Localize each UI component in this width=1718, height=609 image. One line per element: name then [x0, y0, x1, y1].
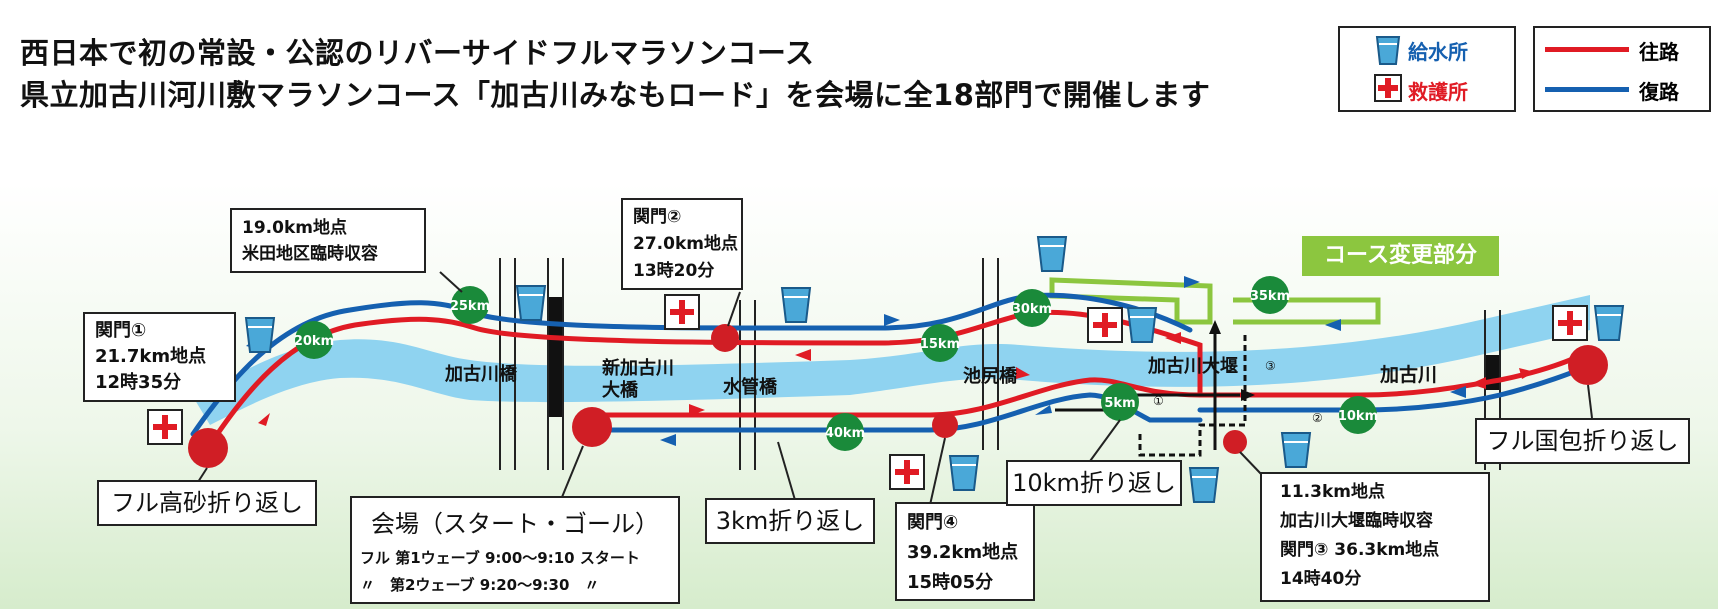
km-markers: 20km 25km 15km 30km 35km 5km 10km 40km	[294, 276, 1378, 451]
water-cup-icon	[1037, 236, 1067, 272]
circled-2: ②	[1312, 411, 1323, 425]
river-name-label: 加古川	[1380, 364, 1438, 386]
venue-point	[572, 407, 612, 447]
red-cross-icon	[664, 294, 700, 330]
takasago-turn-point	[188, 428, 228, 468]
cp4-title: 関門④	[907, 512, 959, 533]
return-line-swatch	[1545, 87, 1629, 92]
svg-text:30km: 30km	[1012, 302, 1052, 317]
red-cross-icon	[1087, 307, 1123, 343]
svg-text:35km: 35km	[1250, 289, 1290, 304]
km-marker-35: 35km	[1250, 276, 1290, 314]
cp3-info: 関門③ 36.3km地点	[1280, 540, 1440, 560]
water-cup-icon	[949, 455, 979, 491]
venue-wave-2: 〃 第2ウェーブ 9:20〜9:30 〃	[360, 576, 600, 594]
km11-distance: 11.3km地点	[1280, 482, 1385, 502]
svg-text:5km: 5km	[1104, 396, 1135, 411]
km19-distance: 19.0km地点	[242, 218, 347, 238]
legend-directions: 往路 復路	[1533, 26, 1711, 112]
red-cross-icon	[147, 409, 183, 445]
km-marker-5: 5km	[1101, 383, 1139, 421]
bridge-shinkakogawa-label: 新加古川 大橋	[602, 358, 674, 401]
legend-outbound-label: 往路	[1639, 40, 1679, 64]
cp1-distance: 21.7km地点	[95, 346, 207, 367]
km19-note: 米田地区臨時収容	[242, 244, 378, 264]
outbound-line-swatch	[1545, 47, 1629, 52]
outbound-arrows	[258, 332, 1535, 426]
red-cross-icon	[1374, 74, 1402, 102]
bridge-ikejiri-label: 池尻橋	[963, 366, 1017, 387]
venue-wave-1: フル 第1ウェーブ 9:00〜9:10 スタート	[360, 549, 640, 567]
water-cup-icon	[1375, 36, 1401, 65]
km19-callout: 19.0km地点 米田地区臨時収容	[230, 208, 426, 273]
circled-1: ①	[1153, 394, 1164, 408]
km-marker-25: 25km	[450, 286, 490, 324]
checkpoint-2-point	[711, 324, 739, 352]
km-marker-30: 30km	[1012, 289, 1052, 327]
checkpoint-2-callout: 関門② 27.0km地点 13時20分	[621, 198, 743, 290]
cp4-time: 15時05分	[907, 572, 994, 593]
checkpoint-4-callout: 関門④ 39.2km地点 15時05分	[895, 502, 1035, 601]
outbound-route-upper	[207, 309, 1203, 448]
turn-10km-callout: 10km折り返し	[1006, 460, 1182, 506]
checkpoint-4-point	[932, 412, 958, 438]
legend-return-label: 復路	[1639, 80, 1679, 104]
legend-water-label: 給水所	[1408, 40, 1468, 64]
water-cup-icon	[1189, 467, 1219, 503]
cp2-title: 関門②	[633, 207, 682, 227]
bridge-kakogawa-label: 加古川橋	[445, 364, 517, 385]
course-change-label: コース変更部分	[1302, 236, 1499, 276]
circled-3: ③	[1265, 359, 1276, 373]
takasago-turn-callout: フル高砂折り返し	[97, 480, 317, 526]
svg-text:25km: 25km	[450, 299, 490, 314]
checkpoint-1-callout: 関門① 21.7km地点 12時35分	[83, 312, 236, 402]
water-cup-icon	[516, 285, 546, 321]
cp2-time: 13時20分	[633, 261, 715, 281]
water-cup-icon	[1594, 305, 1624, 341]
cp2-distance: 27.0km地点	[633, 234, 738, 254]
km-marker-40: 40km	[825, 413, 865, 451]
red-cross-icon	[1552, 305, 1588, 341]
km-marker-15: 15km	[920, 324, 960, 362]
km-marker-20: 20km	[294, 321, 334, 359]
turnaround-points	[188, 324, 1608, 468]
svg-text:40km: 40km	[825, 426, 865, 441]
turn-3km-callout: 3km折り返し	[705, 498, 875, 544]
kunikane-turn-point	[1568, 345, 1608, 385]
km11-callout: 11.3km地点 加古川大堰臨時収容 関門③ 36.3km地点 14時40分	[1260, 472, 1490, 602]
svg-text:15km: 15km	[920, 337, 960, 352]
leader-lines	[197, 271, 1593, 506]
kunikane-turn-callout: フル国包折り返し	[1475, 418, 1690, 464]
return-route-east	[1197, 362, 1593, 413]
kakogawa-dam-label: 加古川大堰	[1148, 356, 1238, 377]
red-cross-icon	[889, 454, 925, 490]
dam-point	[1223, 430, 1247, 454]
venue-title: 会場（スタート・ゴール）	[371, 510, 659, 538]
cp3-time: 14時40分	[1280, 569, 1362, 589]
headline-line-1: 西日本で初の常設・公認のリバーサイドフルマラソンコース	[20, 36, 815, 70]
cp4-distance: 39.2km地点	[907, 542, 1019, 563]
svg-text:20km: 20km	[294, 334, 334, 349]
cp1-time: 12時35分	[95, 372, 182, 393]
cp1-title: 関門①	[95, 320, 147, 341]
water-cup-icon	[245, 317, 275, 353]
km-marker-10: 10km	[1338, 396, 1378, 434]
water-cup-icon	[781, 287, 811, 323]
bridge-suikan-label: 水管橋	[723, 377, 777, 398]
water-cup-icon	[1127, 307, 1157, 343]
legend-facilities: 給水所 救護所	[1338, 26, 1516, 112]
venue-callout: 会場（スタート・ゴール） フル 第1ウェーブ 9:00〜9:10 スタート 〃 …	[350, 496, 680, 604]
svg-text:10km: 10km	[1338, 409, 1378, 424]
kakogawa-river	[195, 295, 1590, 425]
water-cup-icon	[1281, 432, 1311, 468]
headline-line-2: 県立加古川河川敷マラソンコース「加古川みなもロード」を会場に全18部門で開催しま…	[20, 78, 1211, 112]
km11-note: 加古川大堰臨時収容	[1280, 511, 1433, 531]
legend-aid-label: 救護所	[1408, 80, 1468, 104]
